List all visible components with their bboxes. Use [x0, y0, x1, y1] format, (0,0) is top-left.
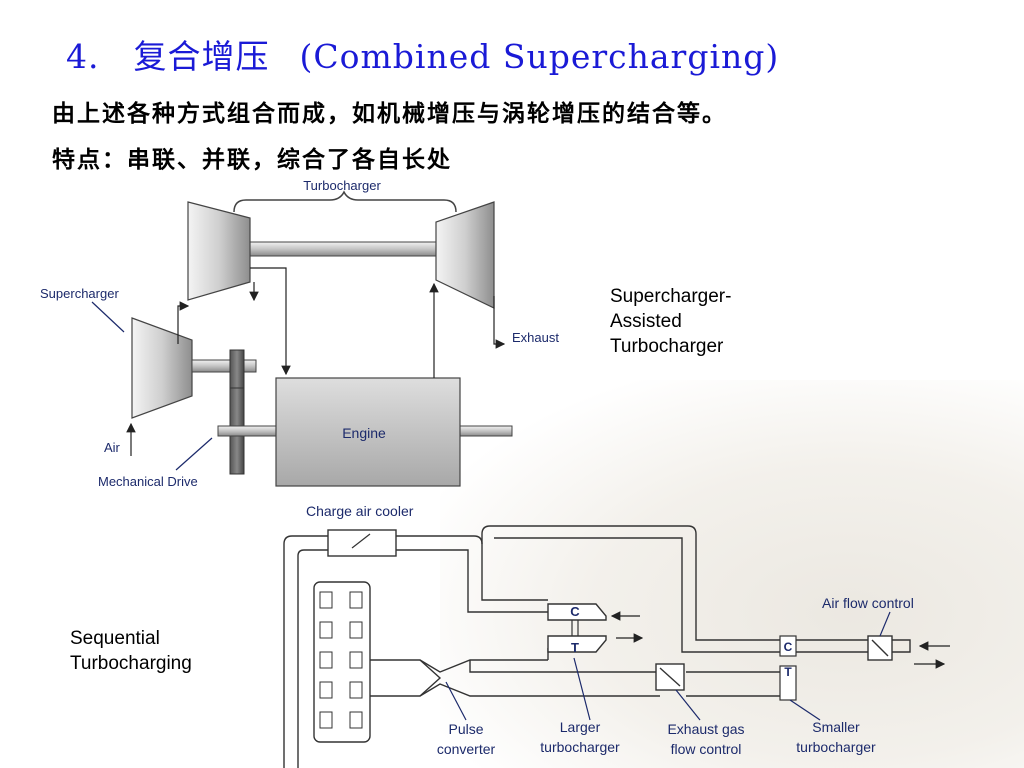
label-supercharger: Supercharger [40, 286, 119, 301]
pulse-converter [419, 659, 442, 697]
slide-title: 4. 复合增压 (Combined Supercharging) [66, 30, 779, 78]
engine-block [275, 377, 461, 487]
turbocharger-brace [233, 190, 457, 213]
turbo-turbine [435, 201, 495, 309]
cylinder-10 [349, 711, 363, 729]
leader-pulse-converter [445, 681, 467, 721]
supercharger-shaft [191, 359, 257, 373]
flow-supercharger-to-turbo [177, 301, 190, 344]
turbo-shaft [249, 241, 437, 257]
leader-air-flow-control [879, 611, 891, 637]
crankshaft-right [459, 425, 513, 437]
title-chinese: 复合增压 [133, 37, 270, 76]
label-pulse-converter-1: Pulse [448, 721, 483, 737]
larger-turbo-compressor [547, 603, 607, 621]
label-large-c: C [570, 604, 580, 619]
cylinder-7 [349, 621, 363, 639]
caption-bottom-line1: Sequential [70, 628, 160, 649]
title-english: (Combined Supercharging) [299, 37, 780, 76]
intake-pipe-outer-left [283, 535, 330, 768]
label-exhaust-gas-flow-control-2: flow control [671, 741, 742, 757]
intake-pipe-outer-right [394, 535, 548, 601]
label-small-t: T [784, 665, 792, 679]
label-charge-air-cooler: Charge air cooler [306, 503, 414, 519]
exhaust-valve-flap [659, 667, 681, 687]
body-text-line1: 由上述各种方式组合而成，如机械增压与涡轮增压的结合等。 [52, 101, 727, 127]
caption-top-line1: Supercharger- [610, 286, 732, 307]
cylinder-8 [349, 651, 363, 669]
supercharger-compressor [131, 317, 193, 419]
label-air-flow-control: Air flow control [822, 595, 914, 611]
smaller-turbo-turbine [779, 665, 797, 701]
small-compressor-feed-inner [494, 537, 780, 653]
cylinder-2 [319, 621, 333, 639]
exhaust-pipe-lower [370, 683, 660, 697]
flow-turbo-to-engine [250, 267, 291, 376]
top-diagram: Turbocharger Engine Supercharger Exhaust… [40, 178, 559, 489]
label-air: Air [104, 440, 121, 455]
bottom-diagram [283, 525, 911, 768]
label-larger-turbocharger-1: Larger [560, 719, 601, 735]
caption-top-line2: Assisted [610, 311, 682, 332]
cylinder-6 [349, 591, 363, 609]
flow-exhaust [493, 296, 506, 349]
leader-larger-turbocharger [573, 657, 591, 721]
label-smaller-turbocharger-2: turbocharger [796, 739, 876, 755]
cylinder-5 [319, 711, 333, 729]
small-compressor-feed-outer [481, 525, 780, 641]
larger-turbo-turbine [547, 635, 607, 653]
label-larger-turbocharger-2: turbocharger [540, 739, 620, 755]
turbo-compressor [187, 201, 251, 301]
label-mechanical-drive: Mechanical Drive [98, 474, 198, 489]
cylinder-9 [349, 681, 363, 699]
caption-sequential-turbocharging: Sequential Turbocharging [70, 626, 250, 676]
label-pulse-converter-2: converter [437, 741, 496, 757]
label-turbocharger: Turbocharger [303, 178, 381, 193]
smaller-turbo-compressor [779, 635, 797, 657]
caption-bottom-line2: Turbocharging [70, 653, 192, 674]
exhaust-pipe-upper [370, 659, 548, 673]
caption-supercharger-assisted: Supercharger- Assisted Turbocharger [610, 284, 790, 359]
leader-smaller-turbocharger [789, 699, 821, 721]
cylinder-3 [319, 651, 333, 669]
charge-air-cooler [327, 529, 397, 557]
label-exhaust-gas-flow-control-1: Exhaust gas [667, 721, 744, 737]
crankshaft-left [217, 425, 277, 437]
intake-pipe-inner-right [394, 549, 548, 613]
intake-pipe-inner-left [297, 549, 330, 768]
leader-supercharger [91, 301, 125, 333]
title-number: 4. [66, 37, 100, 76]
label-engine: Engine [342, 425, 386, 441]
air-flow-pipe-end [892, 639, 911, 653]
label-smaller-turbocharger-1: Smaller [812, 719, 860, 735]
leader-mechanical-drive [175, 437, 213, 471]
body-text-line2: 特点：串联、并联，综合了各自长处 [52, 147, 452, 173]
leader-exhaust-gas-flow-control [675, 689, 701, 721]
label-small-c: C [784, 640, 793, 654]
label-exhaust: Exhaust [512, 330, 559, 345]
air-flow-valve-flap [871, 639, 889, 657]
background-campus-watermark [440, 380, 1024, 768]
cooler-hatch [351, 533, 371, 549]
label-large-t: T [571, 640, 579, 655]
cylinder-1 [319, 591, 333, 609]
drive-gear-upper [229, 349, 245, 389]
cylinder-4 [319, 681, 333, 699]
caption-top-line3: Turbocharger [610, 336, 724, 357]
exhaust-pipe-mid [469, 660, 660, 673]
